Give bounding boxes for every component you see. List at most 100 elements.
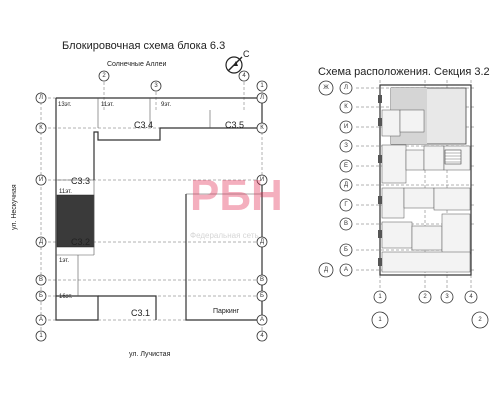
stair xyxy=(444,149,462,165)
left-axis-left-bubble-label: И xyxy=(39,177,43,183)
right-axis-left-bubble: З xyxy=(339,139,353,153)
north-arrow-icon: С xyxy=(225,49,250,74)
right-axis-bottom2-bubble: 2 xyxy=(471,311,489,329)
section-c32: С3.2 xyxy=(71,237,90,247)
right-axis-left-bubble-label: Е xyxy=(344,163,348,169)
right-axis-outer-bubble: Ж xyxy=(318,80,334,96)
street-top-label: Солнечные Аллеи xyxy=(107,61,167,68)
right-axis-left-bubble: Е xyxy=(339,159,353,173)
right-axis-left-bubble-label: Л xyxy=(344,85,348,91)
left-axis-left-bubble-label: А xyxy=(39,317,43,323)
left-axis-right-bubble-label: В xyxy=(260,277,264,283)
right-axis-bottom2-bubble-label: 1 xyxy=(378,317,382,323)
left-axis-top-bubble-label: 1 xyxy=(260,83,264,89)
left-axis-bottom-bubble: 4 xyxy=(256,330,268,342)
watermark-subtitle: Федеральная сеть xyxy=(190,231,259,240)
floors-9: 9эт. xyxy=(161,102,171,108)
left-axis-right-bubble: Б xyxy=(256,290,268,302)
left-axis-bottom-bubble-label: 4 xyxy=(260,333,264,339)
left-axis-right-bubble-label: Б xyxy=(260,293,264,299)
left-axis-bottom-bubble-label: 1 xyxy=(39,333,43,339)
street-bottom-label: ул. Лучистая xyxy=(129,351,171,358)
left-axis-left-bubble: К xyxy=(35,122,47,134)
left-axis-left-bubble: Л xyxy=(35,92,47,104)
section-c35: С3.5 xyxy=(225,120,244,130)
left-axis-right-bubble: И xyxy=(256,174,268,186)
left-axis-left-bubble-label: Д xyxy=(39,239,43,245)
left-axis-right-bubble-label: А xyxy=(260,317,264,323)
left-axis-left-bubble: В xyxy=(35,274,47,286)
left-axis-right-bubble-label: К xyxy=(260,125,264,131)
right-axis-left-bubble: В xyxy=(339,217,353,231)
right-axis-left-bubble: К xyxy=(339,100,353,114)
floors-13: 13эт. xyxy=(58,102,72,108)
right-axis-bottom-bubble: 4 xyxy=(464,290,478,304)
left-axis-right-bubble: Л xyxy=(256,92,268,104)
left-axis-top-bubble-label: 2 xyxy=(102,73,106,79)
street-left-label: ул. Нескучная xyxy=(11,184,18,230)
right-floor-plan xyxy=(356,80,474,290)
left-axis-top-bubble: 3 xyxy=(150,80,162,92)
right-axis-bottom-bubble: 2 xyxy=(418,290,432,304)
left-axis-top-bubble-label: 4 xyxy=(242,73,246,79)
watermark: РБН Федеральная сеть xyxy=(190,171,283,240)
left-axis-left-bubble-label: Б xyxy=(39,293,43,299)
left-axis-left-bubble: Б xyxy=(35,290,47,302)
right-axis-left-bubble: А xyxy=(339,263,353,277)
right-axis-bottom-bubble-label: 3 xyxy=(445,294,449,300)
section-c34: С3.4 xyxy=(134,120,153,130)
left-axis-bottom-bubble: 1 xyxy=(35,330,47,342)
right-axis-left-bubble: Б xyxy=(339,243,353,257)
right-axis-left-bubble-label: Б xyxy=(344,247,348,253)
left-axis-left-bubble: И xyxy=(35,174,47,186)
right-axis-left-bubble: Л xyxy=(339,81,353,95)
right-axis-left-bubble-label: Г xyxy=(344,202,348,208)
left-axis-right-bubble-label: И xyxy=(260,177,264,183)
left-axis-right-bubble-label: Л xyxy=(260,95,264,101)
right-axis-bottom-bubble-label: 4 xyxy=(469,294,473,300)
parking-outline xyxy=(185,184,263,321)
right-axis-bottom2-bubble: 1 xyxy=(371,311,389,329)
left-axis-right-bubble: А xyxy=(256,314,268,326)
right-axis-left-bubble-label: В xyxy=(344,221,348,227)
right-axis-bottom2-bubble-label: 2 xyxy=(478,317,482,323)
left-axis-top-bubble: 2 xyxy=(98,70,110,82)
floors-11-top: 11эт. xyxy=(101,102,114,108)
left-axis-top-bubble: 1 xyxy=(256,80,268,92)
left-axis-left-bubble: А xyxy=(35,314,47,326)
layout-scheme-title: Схема расположения. Секция 3.2 xyxy=(318,66,490,78)
right-axis-outer-bubble: Д xyxy=(318,262,334,278)
right-axis-outer-bubble-label: Д xyxy=(324,267,328,273)
left-axis-left-bubble-label: К xyxy=(39,125,43,131)
floors-11-left: 11эт. xyxy=(59,189,72,195)
right-axis-bottom-bubble: 3 xyxy=(440,290,454,304)
left-axis-right-bubble: Д xyxy=(256,236,268,248)
watermark-logo: РБН xyxy=(190,171,283,220)
left-axis-right-bubble: В xyxy=(256,274,268,286)
section-c31: С3.1 xyxy=(131,308,150,318)
floors-1: 1эт. xyxy=(59,258,69,264)
right-axis-left-bubble-label: З xyxy=(344,143,348,149)
section-c33: С3.3 xyxy=(71,176,90,186)
right-axis-left-bubble: Д xyxy=(339,178,353,192)
right-axis-left-bubble-label: Д xyxy=(344,182,348,188)
highlighted-section[interactable] xyxy=(56,194,95,248)
right-axis-bottom-bubble: 1 xyxy=(373,290,387,304)
left-axis-left-bubble-label: В xyxy=(39,277,43,283)
right-axis-outer-bubble-label: Ж xyxy=(323,85,329,91)
right-axis-bottom-bubble-label: 1 xyxy=(378,294,382,300)
left-axis-right-bubble-label: Д xyxy=(260,239,264,245)
right-axis-left-bubble-label: А xyxy=(344,267,348,273)
building-c33[interactable] xyxy=(55,97,263,321)
right-axis-left-bubble-label: К xyxy=(344,104,348,110)
left-axis-left-bubble: Д xyxy=(35,236,47,248)
floors-16: 16эт. xyxy=(59,294,73,300)
right-axis-left-bubble: И xyxy=(339,120,353,134)
parking-label: Паркинг xyxy=(213,308,240,315)
north-label: С xyxy=(243,49,250,59)
right-axis-left-bubble: Г xyxy=(339,198,353,212)
right-axis-left-bubble-label: И xyxy=(344,124,348,130)
block-scheme-title: Блокировочная схема блока 6.3 xyxy=(62,40,225,52)
left-axis-top-bubble-label: 3 xyxy=(154,83,158,89)
